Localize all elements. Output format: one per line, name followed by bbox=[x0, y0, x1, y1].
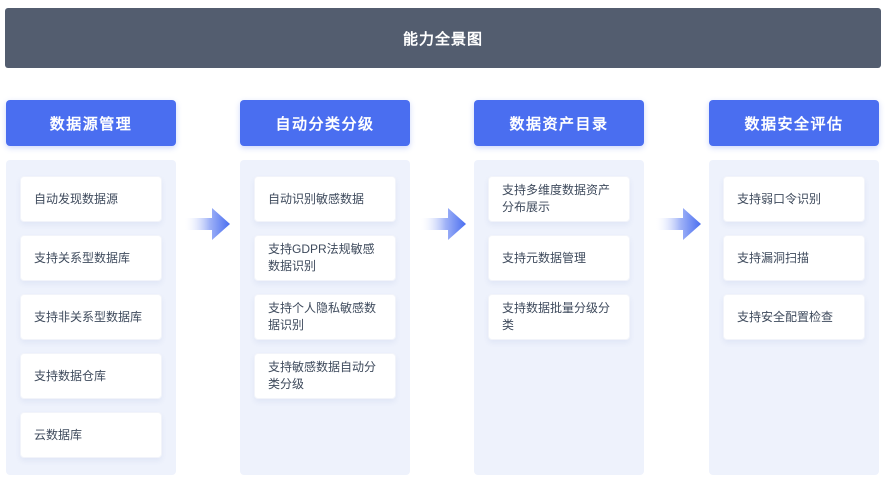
stage-button-data-source-management[interactable]: 数据源管理 bbox=[6, 100, 176, 146]
capability-card: 支持GDPR法规敏感数据识别 bbox=[254, 235, 396, 281]
flow-arrow-right-icon bbox=[421, 208, 466, 240]
stage-button-data-asset-catalog[interactable]: 数据资产目录 bbox=[474, 100, 644, 146]
stage-button-auto-classification[interactable]: 自动分类分级 bbox=[240, 100, 410, 146]
stage-data-source-management: 数据源管理 自动发现数据源 支持关系型数据库 支持非关系型数据库 支持数据仓库 … bbox=[6, 100, 176, 475]
capability-card: 自动发现数据源 bbox=[20, 176, 162, 222]
stage-data-security-assessment: 数据安全评估 支持弱口令识别 支持漏洞扫描 支持安全配置检查 bbox=[709, 100, 879, 475]
stage-panel-data-asset-catalog: 支持多维度数据资产分布展示 支持元数据管理 支持数据批量分级分类 bbox=[474, 160, 644, 475]
stage-auto-classification: 自动分类分级 自动识别敏感数据 支持GDPR法规敏感数据识别 支持个人隐私敏感数… bbox=[240, 100, 410, 475]
flow-arrow-right-icon bbox=[185, 208, 230, 240]
capability-card: 自动识别敏感数据 bbox=[254, 176, 396, 222]
capability-card: 支持数据批量分级分类 bbox=[488, 294, 630, 340]
stage-button-data-security-assessment[interactable]: 数据安全评估 bbox=[709, 100, 879, 146]
flow-arrow-right-icon bbox=[656, 208, 701, 240]
capability-card: 支持个人隐私敏感数据识别 bbox=[254, 294, 396, 340]
page-title: 能力全景图 bbox=[402, 30, 483, 48]
capability-card: 支持多维度数据资产分布展示 bbox=[488, 176, 630, 222]
stage-panel-data-security-assessment: 支持弱口令识别 支持漏洞扫描 支持安全配置检查 bbox=[709, 160, 879, 475]
stage-data-asset-catalog: 数据资产目录 支持多维度数据资产分布展示 支持元数据管理 支持数据批量分级分类 bbox=[474, 100, 644, 475]
capability-card: 支持数据仓库 bbox=[20, 353, 162, 399]
capability-card: 支持元数据管理 bbox=[488, 235, 630, 281]
stage-panel-auto-classification: 自动识别敏感数据 支持GDPR法规敏感数据识别 支持个人隐私敏感数据识别 支持敏… bbox=[240, 160, 410, 475]
stage-panel-data-source-management: 自动发现数据源 支持关系型数据库 支持非关系型数据库 支持数据仓库 云数据库 bbox=[6, 160, 176, 475]
capability-card: 云数据库 bbox=[20, 412, 162, 458]
capability-card: 支持安全配置检查 bbox=[723, 294, 865, 340]
capability-card: 支持弱口令识别 bbox=[723, 176, 865, 222]
title-bar: 能力全景图 bbox=[5, 8, 881, 68]
capability-card: 支持漏洞扫描 bbox=[723, 235, 865, 281]
capability-card: 支持关系型数据库 bbox=[20, 235, 162, 281]
capability-card: 支持非关系型数据库 bbox=[20, 294, 162, 340]
capability-card: 支持敏感数据自动分类分级 bbox=[254, 353, 396, 399]
